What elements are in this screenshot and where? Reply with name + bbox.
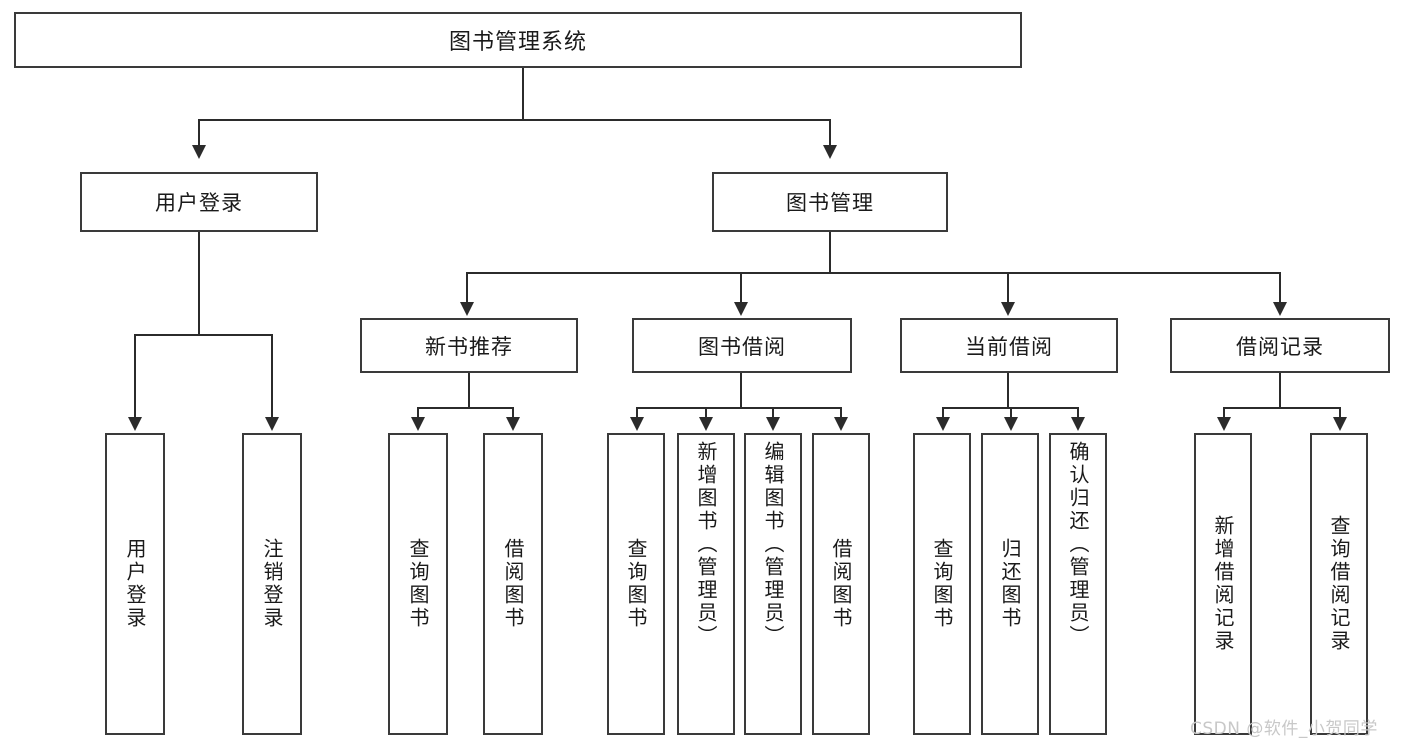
node-book-borrow[interactable]: 图书借阅 [632,318,852,373]
edge-bm-to-new-book [466,272,468,304]
leaf-new-book-recommend-0[interactable]: 查询图书 [388,433,448,735]
edge-root-to-book-management [829,119,831,147]
leaf-new-book-recommend-1[interactable]: 借阅图书 [483,433,543,735]
arrow-icon-user-login-leaf-0 [128,417,142,431]
arrow-icon-borrow-record-leaf-0 [1217,417,1231,431]
leaf-label: 确认归还（管理员） [1066,441,1090,648]
leaf-label: 借阅图书 [829,538,853,630]
edge-book-borrow-to-leaf-1 [705,407,707,419]
edge-bm-to-borrow-record [1279,272,1281,304]
csdn-watermark: CSDN @软件_小贺同学 [1190,719,1378,739]
edge-book-borrow-bus [636,407,842,409]
node-label: 用户登录 [155,191,243,215]
edge-borrow-record-stem [1279,373,1281,409]
leaf-book-borrow-2[interactable]: 编辑图书（管理员） [744,433,802,735]
leaf-label: 查询借阅记录 [1327,515,1351,653]
edge-bm-to-current-borrow [1007,272,1009,304]
node-label: 新书推荐 [425,334,513,359]
leaf-label: 借阅图书 [501,538,525,630]
arrow-icon-user-login-leaf-1 [265,417,279,431]
arrow-icon-current-borrow-leaf-2 [1071,417,1085,431]
edge-borrow-record-bus [1223,407,1341,409]
leaf-borrow-record-1[interactable]: 查询借阅记录 [1310,433,1368,735]
edge-user-login-to-leaf-1 [271,334,273,419]
edge-current-borrow-to-leaf-2 [1077,407,1079,419]
node-label: 图书管理系统 [448,30,587,55]
node-label: 图书管理 [786,191,874,215]
edge-user-login-stem [198,232,200,335]
edge-bm-to-book-borrow [740,272,742,304]
edge-borrow-record-to-leaf-1 [1339,407,1341,419]
node-new-book-recommend[interactable]: 新书推荐 [360,318,578,373]
arrow-icon-book-borrow-leaf-3 [834,417,848,431]
leaf-current-borrow-2[interactable]: 确认归还（管理员） [1049,433,1107,735]
leaf-label: 编辑图书（管理员） [761,441,785,648]
leaf-label: 归还图书 [998,538,1022,630]
arrow-icon-current-borrow-leaf-0 [936,417,950,431]
edge-root-bus [198,119,830,121]
edge-current-borrow-to-leaf-0 [942,407,944,419]
node-book-management[interactable]: 图书管理 [712,172,948,232]
leaf-label: 用户登录 [123,538,147,630]
leaf-current-borrow-1[interactable]: 归还图书 [981,433,1039,735]
leaf-label: 查询图书 [406,538,430,630]
edge-new-book-bus [417,407,513,409]
arrow-icon-bm-current-borrow [1001,302,1015,316]
leaf-book-borrow-1[interactable]: 新增图书（管理员） [677,433,735,735]
arrow-icon-new-book-leaf-1 [506,417,520,431]
edge-current-borrow-to-leaf-1 [1010,407,1012,419]
node-borrow-record[interactable]: 借阅记录 [1170,318,1390,373]
node-user-login[interactable]: 用户登录 [80,172,318,232]
node-label: 当前借阅 [965,334,1053,359]
leaf-label: 查询图书 [930,538,954,630]
arrow-icon-bm-book-borrow [734,302,748,316]
arrow-icon-bm-borrow-record [1273,302,1287,316]
node-root-book-management-system[interactable]: 图书管理系统 [14,12,1022,68]
arrow-icon-root-to-book-management [823,145,837,159]
node-label: 借阅记录 [1236,334,1324,359]
edge-book-borrow-to-leaf-0 [636,407,638,419]
leaf-label: 新增图书（管理员） [694,441,718,648]
leaf-user-login-0[interactable]: 用户登录 [105,433,165,735]
arrow-icon-new-book-leaf-0 [411,417,425,431]
arrow-icon-bm-new-book [460,302,474,316]
leaf-label: 注销登录 [260,538,284,630]
leaf-current-borrow-0[interactable]: 查询图书 [913,433,971,735]
edge-new-book-stem [468,373,470,409]
edge-book-borrow-to-leaf-3 [840,407,842,419]
node-current-borrow[interactable]: 当前借阅 [900,318,1118,373]
edge-book-management-bus [466,272,1280,274]
edge-new-book-to-leaf-1 [512,407,514,419]
leaf-book-borrow-3[interactable]: 借阅图书 [812,433,870,735]
leaf-borrow-record-0[interactable]: 新增借阅记录 [1194,433,1252,735]
edge-borrow-record-to-leaf-0 [1223,407,1225,419]
edge-user-login-bus [134,334,272,336]
edge-root-to-user-login [198,119,200,147]
leaf-label: 查询图书 [624,538,648,630]
leaf-label: 新增借阅记录 [1211,515,1235,653]
edge-current-borrow-stem [1007,373,1009,409]
arrow-icon-borrow-record-leaf-1 [1333,417,1347,431]
arrow-icon-book-borrow-leaf-0 [630,417,644,431]
arrow-icon-book-borrow-leaf-1 [699,417,713,431]
leaf-book-borrow-0[interactable]: 查询图书 [607,433,665,735]
arrow-icon-current-borrow-leaf-1 [1004,417,1018,431]
arrow-icon-root-to-user-login [192,145,206,159]
edge-root-stem [522,68,524,120]
edge-book-borrow-to-leaf-2 [772,407,774,419]
edge-user-login-to-leaf-0 [134,334,136,419]
node-label: 图书借阅 [698,334,786,359]
leaf-user-login-1[interactable]: 注销登录 [242,433,302,735]
edge-new-book-to-leaf-0 [417,407,419,419]
edge-book-borrow-stem [740,373,742,409]
arrow-icon-book-borrow-leaf-2 [766,417,780,431]
edge-book-management-stem [829,232,831,274]
